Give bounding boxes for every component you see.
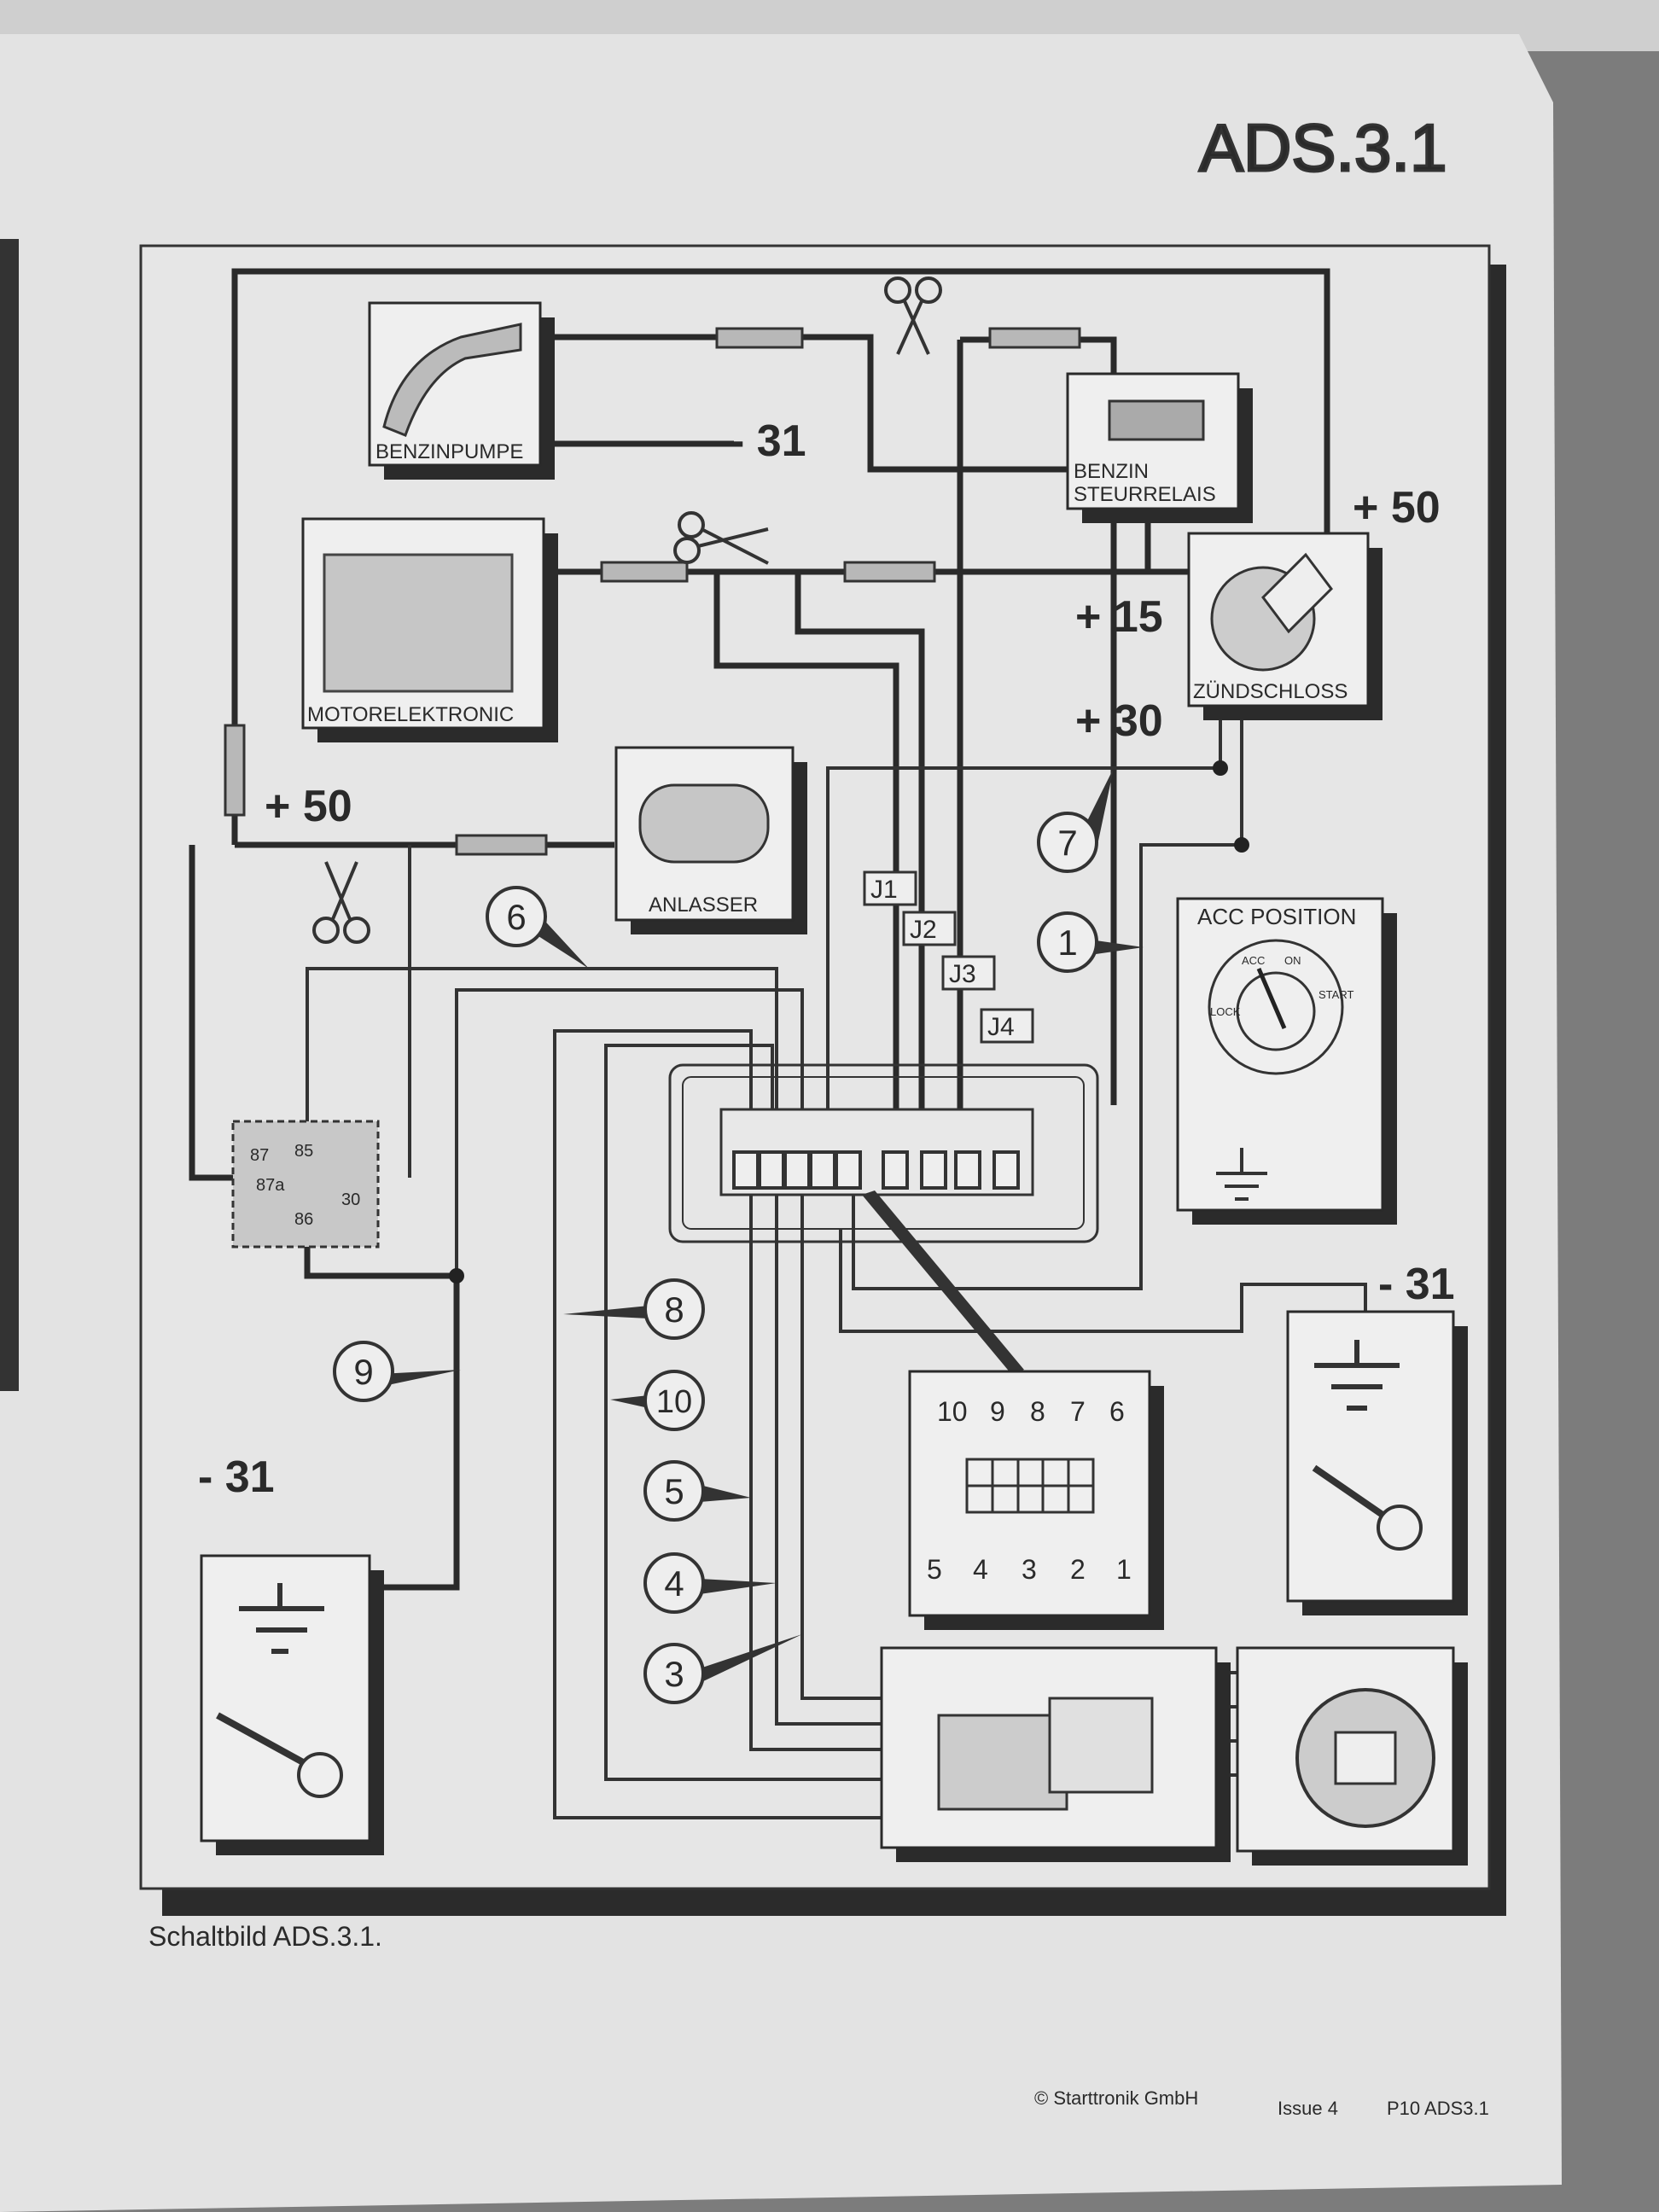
engine-icon <box>323 553 514 693</box>
plug-image <box>880 1646 1231 1862</box>
relay-pin-87: 87 <box>250 1146 269 1165</box>
inline-fuse <box>455 834 548 856</box>
relay-pin-85: 85 <box>294 1142 313 1161</box>
wire-number-1: 1 <box>1057 923 1077 963</box>
pin-label: 8 <box>1030 1396 1045 1427</box>
wire-number-8: 8 <box>664 1289 684 1330</box>
zuendschloss-label: ZÜNDSCHLOSS <box>1193 680 1348 703</box>
starter-motor-icon <box>638 783 770 864</box>
pin-label: 5 <box>927 1554 942 1585</box>
fuse-icon <box>1108 399 1205 441</box>
terminal-plus50-left: + 50 <box>265 782 352 831</box>
terminal-plus50-right: + 50 <box>1353 483 1441 533</box>
relay-pin-86: 86 <box>294 1210 313 1229</box>
ignition-dial-icon <box>1208 939 1344 1075</box>
jumper-j2: J2 <box>910 916 937 944</box>
relay-pin-30: 30 <box>341 1190 360 1209</box>
ground-icon <box>239 1583 324 1654</box>
acc-position-label: ACC POSITION <box>1197 904 1356 929</box>
wire-number-6: 6 <box>506 897 526 937</box>
steurrelais-label-2: STEURRELAIS <box>1074 483 1216 506</box>
inline-fuse <box>600 561 689 583</box>
wire-number-4: 4 <box>664 1563 684 1604</box>
motorelektronic-label: MOTORELEKTRONIC <box>307 703 514 726</box>
wire-number-9: 9 <box>353 1352 373 1392</box>
socket-image <box>1236 1646 1468 1866</box>
inline-fuse <box>715 327 804 349</box>
pin-label: 7 <box>1070 1396 1086 1427</box>
terminal-plus15: + 15 <box>1075 592 1163 642</box>
steurrelais-label-1: BENZIN <box>1074 460 1149 483</box>
inline-fuse <box>843 561 936 583</box>
ground-left <box>200 1554 384 1855</box>
dial-lock: LOCK <box>1210 1005 1241 1018</box>
pin-diagram: 10 9 8 7 6 5 4 3 2 1 <box>908 1370 1164 1630</box>
pin-label: 9 <box>990 1396 1005 1427</box>
benzinpumpe-label: BENZINPUMPE <box>375 440 523 463</box>
wire-number-7: 7 <box>1057 823 1077 863</box>
inline-fuse <box>988 327 1081 349</box>
footer-issue: Issue 4 <box>1278 2098 1338 2119</box>
jumper-j1: J1 <box>870 876 898 904</box>
terminal-minus31-left: - 31 <box>198 1452 275 1502</box>
relay-pin-87a: 87a <box>256 1176 285 1195</box>
terminal-minus31-pump: - 31 <box>730 416 806 466</box>
inline-fuse <box>224 724 246 817</box>
fuel-nozzle-icon <box>382 323 522 437</box>
left-page-edge <box>0 239 19 1391</box>
dial-on: ON <box>1284 954 1301 967</box>
ground-icon <box>1216 1148 1267 1201</box>
pin-label: 4 <box>973 1554 988 1585</box>
pin-label: 10 <box>937 1396 968 1427</box>
control-unit-connector <box>668 1063 1099 1374</box>
ring-terminal-icon <box>1377 1505 1423 1551</box>
dial-acc: ACC <box>1242 954 1265 967</box>
ground-right <box>1286 1310 1468 1615</box>
wire-number-5: 5 <box>664 1471 684 1511</box>
wire-number-3: 3 <box>664 1654 684 1694</box>
jumper-j3: J3 <box>949 960 976 988</box>
terminal-plus30: + 30 <box>1075 696 1163 746</box>
benzinpumpe-box: BENZINPUMPE <box>368 301 555 480</box>
diagram-title: ADS.3.1 <box>1199 110 1447 185</box>
ground-icon <box>1314 1340 1400 1411</box>
wire-number-10: 10 <box>656 1384 692 1420</box>
relay: 87 85 87a 30 86 <box>231 1120 380 1249</box>
jumper-labels: J1 J2 J3 J4 <box>863 870 1034 1044</box>
pin-label: 3 <box>1022 1554 1037 1585</box>
scissors-icon <box>312 276 942 944</box>
dial-start: START <box>1318 988 1353 1001</box>
wire-number-callouts: 6 7 1 9 8 10 5 4 3 <box>333 768 1144 1704</box>
footer-page: P10 ADS3.1 <box>1387 2098 1489 2119</box>
terminal-minus31-right: - 31 <box>1378 1260 1455 1309</box>
pin-label: 2 <box>1070 1554 1086 1585</box>
anlasser-box: ANLASSER <box>614 746 807 934</box>
diagram-caption: Schaltbild ADS.3.1. <box>148 1921 382 1952</box>
zuendschloss-box: ZÜNDSCHLOSS <box>1187 532 1382 720</box>
ring-terminal-icon <box>297 1752 343 1798</box>
benzin-steurrelais-box: BENZIN STEURRELAIS <box>1066 372 1253 523</box>
anlasser-label: ANLASSER <box>649 894 758 917</box>
pin-label: 6 <box>1109 1396 1125 1427</box>
pin-label: 1 <box>1116 1554 1132 1585</box>
jumper-j4: J4 <box>987 1013 1015 1041</box>
motorelektronic-box: MOTORELEKTRONIC <box>301 517 558 742</box>
acc-position-box: ACC POSITION LOCK ACC ON START <box>1176 897 1397 1225</box>
footer-copyright: © Starttronik GmbH <box>1034 2087 1198 2109</box>
